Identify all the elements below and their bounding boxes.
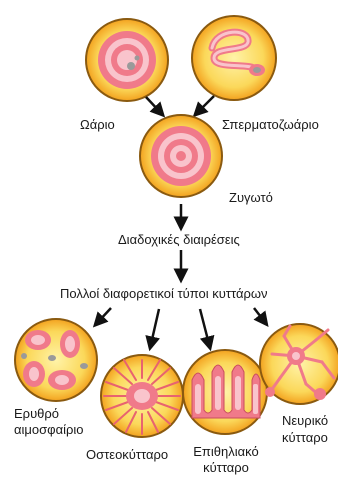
epithelial-label-line1: Επιθηλιακό (188, 444, 264, 459)
epithelial-cells-icon (183, 350, 267, 434)
egg-cell-icon (86, 19, 168, 101)
arrow-to-neuron (254, 308, 264, 321)
sperm-label: Σπερματοζωάριο (222, 117, 319, 132)
neuron-cells-icon (260, 324, 338, 404)
red-blood-cells-icon (15, 319, 97, 401)
divisions-label: Διαδοχικές διαιρέσεις (118, 232, 240, 247)
arrow-egg-to-zygote (146, 97, 160, 112)
zygote-label: Ζυγωτό (229, 190, 273, 205)
arrow-sperm-to-zygote (198, 96, 214, 112)
many-types-label: Πολλοί διαφορετικοί τύποι κυττάρων (60, 286, 268, 301)
sperm-cell-icon (192, 16, 276, 100)
zygote-cell-icon (140, 115, 222, 197)
arrow-to-rbc (98, 308, 111, 322)
rbc-label-line1: Ερυθρό (14, 406, 59, 421)
neuron-label-line1: Νευρικό (282, 413, 328, 428)
arrow-to-epithelial (200, 309, 209, 344)
epithelial-label-line2: κύτταρο (188, 460, 264, 475)
osteocyte-cell-icon (101, 355, 183, 437)
arrow-to-osteocyte (151, 309, 159, 344)
rbc-label-line2: αιμοσφαίριο (14, 422, 84, 437)
osteocyte-label: Οστεοκύτταρο (86, 447, 168, 462)
neuron-label-line2: κύτταρο (282, 430, 328, 445)
egg-label: Ωάριο (80, 117, 115, 132)
